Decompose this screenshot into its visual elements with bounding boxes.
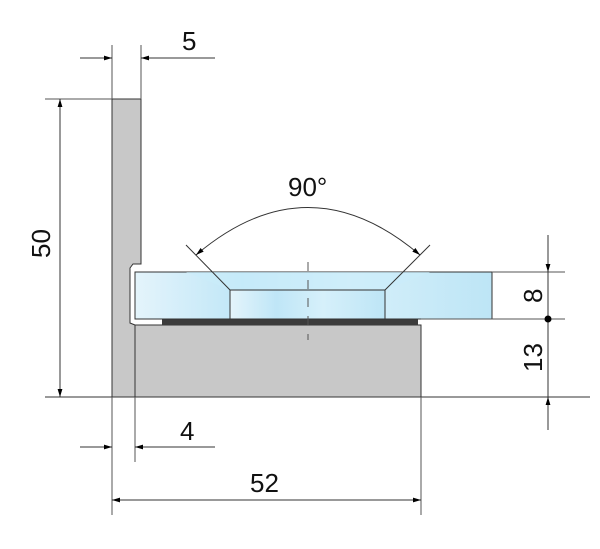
dim-lip-thickness: 4 xyxy=(180,416,194,446)
dim-profile-thickness: 5 xyxy=(182,26,196,56)
bevel-line-right xyxy=(384,244,431,291)
angle-arc xyxy=(195,207,421,256)
dimension-dot xyxy=(544,315,552,323)
base-block xyxy=(134,324,422,398)
dim-glass-thickness: 8 xyxy=(518,289,548,303)
dim-base-height: 13 xyxy=(518,343,548,372)
dim-total-width: 52 xyxy=(250,468,279,498)
bevel-line-left xyxy=(185,244,231,291)
wall-profile xyxy=(111,98,142,398)
angle-label: 90° xyxy=(288,172,327,202)
gasket xyxy=(162,319,418,325)
dim-total-height: 50 xyxy=(26,229,56,258)
